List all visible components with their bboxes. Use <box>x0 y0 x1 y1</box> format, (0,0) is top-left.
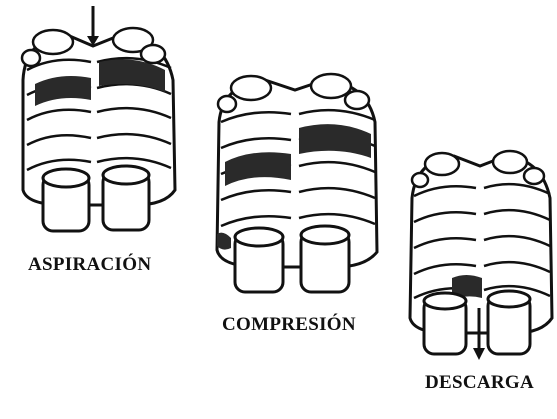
screw-rotors-illustration-aspiracion <box>5 0 195 255</box>
screw-rotors-illustration-compresion <box>205 62 395 312</box>
screw-rotors-illustration-descarga <box>402 138 557 370</box>
inlet-arrow <box>87 6 99 46</box>
stage-descarga <box>402 138 557 370</box>
stage-label-descarga: DESCARGA <box>425 372 534 394</box>
stage-label-aspiracion: ASPIRACIÓN <box>28 254 151 276</box>
stage-compresion <box>205 62 405 312</box>
stage-label-compresion: COMPRESIÓN <box>222 314 356 336</box>
stage-aspiracion <box>5 0 205 255</box>
